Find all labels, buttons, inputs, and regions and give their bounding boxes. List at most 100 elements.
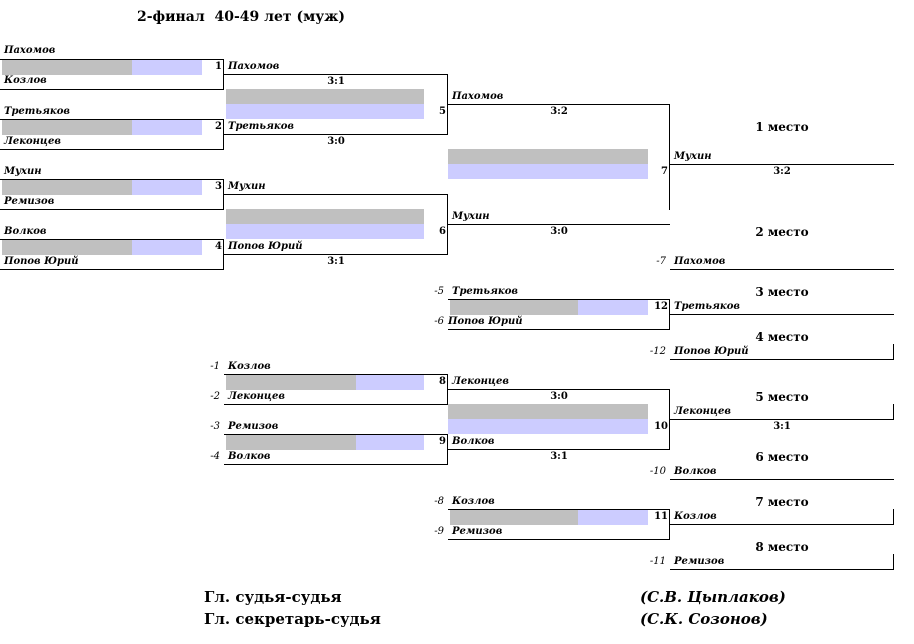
score-bar [132, 240, 202, 255]
bracket-line [224, 254, 448, 255]
player-name: Волков [674, 466, 717, 477]
bracket-line [0, 239, 224, 240]
bracket-line [448, 224, 670, 225]
bracket-line [447, 194, 448, 255]
bracket-line [448, 389, 670, 390]
player-name: Ремизов [4, 196, 55, 207]
score-bar [226, 224, 424, 239]
score-bar [578, 510, 648, 525]
bracket-line [670, 419, 894, 420]
player-name: Леконцев [674, 406, 731, 417]
loser-ref: -8 [434, 496, 444, 507]
match-number: 4 [215, 241, 222, 252]
bracket-line [0, 149, 224, 150]
match-number: 10 [654, 421, 668, 432]
loser-ref: -3 [210, 421, 220, 432]
loser-ref: -6 [434, 316, 444, 327]
player-name: Мухин [452, 211, 490, 222]
bracket-line [669, 104, 670, 210]
match-score: 3:0 [550, 391, 568, 402]
place-label: 2 место [755, 225, 809, 239]
score-bar [226, 209, 424, 224]
match-number: 6 [439, 226, 446, 237]
score-bar [2, 180, 132, 195]
match-number: 9 [439, 436, 446, 447]
match-score: 3:1 [773, 421, 791, 432]
bracket-line [0, 59, 224, 60]
score-bar [448, 149, 648, 164]
place-label: 6 место [755, 450, 809, 464]
loser-ref: -7 [656, 256, 666, 267]
score-bar [448, 404, 648, 419]
player-name: Козлов [452, 496, 495, 507]
player-name: Леконцев [452, 376, 509, 387]
place-label: 7 место [755, 495, 809, 509]
bracket-line [0, 209, 224, 210]
match-number: 12 [654, 301, 668, 312]
score-bar [448, 419, 648, 434]
player-name: Мухин [228, 181, 266, 192]
loser-ref: -2 [210, 391, 220, 402]
player-name: Козлов [4, 75, 47, 86]
player-name: Третьяков [674, 301, 740, 312]
bracket-line [448, 539, 670, 540]
score-bar [132, 60, 202, 75]
match-score: 3:1 [550, 451, 568, 462]
match-number: 3 [215, 181, 222, 192]
champion-name: Мухин [674, 151, 712, 162]
player-name: Пахомов [228, 61, 280, 72]
player-name: Ремизов [452, 526, 503, 537]
match-number: 1 [215, 61, 222, 72]
secretary-name: (С.К. Созонов) [640, 610, 768, 628]
bracket-line [670, 359, 894, 360]
loser-ref: -9 [434, 526, 444, 537]
bracket-line [224, 74, 448, 75]
judge-label: Гл. судья-судья [204, 588, 342, 606]
player-name: Пахомов [4, 45, 56, 56]
loser-ref: -12 [649, 346, 666, 357]
player-name: Леконцев [4, 136, 61, 147]
bracket-line [224, 464, 448, 465]
page-title: 2-финал 40-49 лет (муж) [137, 9, 345, 25]
score-bar [226, 89, 424, 104]
bracket-line [223, 59, 224, 90]
bracket-line [224, 134, 448, 135]
loser-ref: -11 [649, 556, 666, 567]
bracket-line [448, 449, 670, 450]
player-name: Пахомов [674, 256, 726, 267]
place-label: 1 место [755, 120, 809, 134]
bracket-line [893, 509, 894, 525]
player-name: Волков [4, 226, 47, 237]
place-label: 5 место [755, 390, 809, 404]
player-name: Третьяков [4, 106, 70, 117]
bracket-line [893, 404, 894, 420]
bracket-line [447, 374, 448, 405]
score-bar [2, 240, 132, 255]
match-score: 3:2 [773, 166, 791, 177]
player-name: Волков [228, 451, 271, 462]
bracket-line [0, 179, 224, 180]
score-bar [132, 180, 202, 195]
bracket-line [224, 404, 448, 405]
score-bar [226, 104, 424, 119]
bracket-line [670, 569, 894, 570]
bracket-line [223, 179, 224, 210]
player-name: Попов Юрий [448, 316, 523, 327]
player-name: Попов Юрий [4, 256, 79, 267]
player-name: Мухин [4, 166, 42, 177]
match-number: 11 [654, 511, 668, 522]
bracket-line [448, 329, 670, 330]
bracket-line [223, 119, 224, 150]
bracket-line [0, 269, 224, 270]
place-label: 4 место [755, 330, 809, 344]
bracket-line [669, 509, 670, 540]
score-bar [448, 164, 648, 179]
match-number: 8 [439, 376, 446, 387]
bracket-line [448, 509, 670, 510]
score-bar [356, 435, 424, 450]
loser-ref: -10 [649, 466, 666, 477]
player-name: Козлов [228, 361, 271, 372]
bracket-line [670, 479, 894, 480]
player-name: Пахомов [452, 91, 504, 102]
player-name: Попов Юрий [228, 241, 303, 252]
